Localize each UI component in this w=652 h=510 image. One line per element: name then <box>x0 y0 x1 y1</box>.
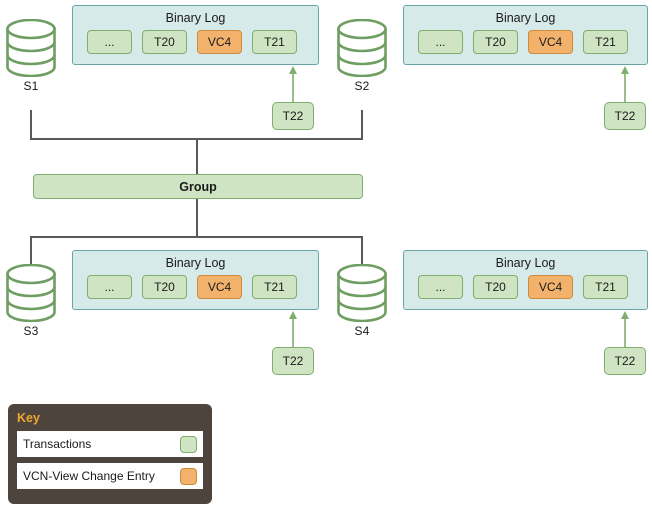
connector-group-in <box>196 138 198 175</box>
binlog-entry: ... <box>418 275 463 299</box>
legend-label: VCN-View Change Entry <box>23 469 155 483</box>
binlog-entry: ... <box>87 275 132 299</box>
connector-group-out <box>196 199 198 237</box>
binlog-entry: T20 <box>473 30 518 54</box>
connector-bottom-bus <box>30 236 363 238</box>
legend-label: Transactions <box>23 437 92 451</box>
incoming-transaction-s2: T22 <box>604 102 646 130</box>
legend-swatch-vcn <box>180 467 197 485</box>
binary-log-s2: Binary Log ... T20 VC4 T21 <box>403 5 648 65</box>
database-label-s1: S1 <box>23 79 39 93</box>
incoming-arrow-s1 <box>288 66 298 102</box>
binlog-entry: ... <box>418 30 463 54</box>
incoming-arrow-s4 <box>620 311 630 347</box>
binary-log-entries-s4: ... T20 VC4 T21 <box>418 275 628 299</box>
binary-log-entries-s1: ... T20 VC4 T21 <box>87 30 297 54</box>
legend-row-vcn: VCN-View Change Entry <box>17 463 203 489</box>
connector-s2-down <box>361 110 363 140</box>
database-cylinder-s3: S3 <box>5 264 57 338</box>
database-cylinder-s1: S1 <box>5 19 57 93</box>
incoming-arrow-s3 <box>288 311 298 347</box>
binary-log-title-s3: Binary Log <box>165 256 226 270</box>
legend-row-transactions: Transactions <box>17 431 203 457</box>
cylinder-icon <box>337 264 387 322</box>
incoming-arrow-s2 <box>620 66 630 102</box>
binary-log-title-s1: Binary Log <box>165 11 226 25</box>
database-cylinder-s4: S4 <box>336 264 388 338</box>
binary-log-entries-s2: ... T20 VC4 T21 <box>418 30 628 54</box>
binary-log-entries-s3: ... T20 VC4 T21 <box>87 275 297 299</box>
binlog-entry: T21 <box>583 275 628 299</box>
group-bar: Group <box>33 174 363 199</box>
cylinder-icon <box>337 19 387 77</box>
binlog-entry: T20 <box>142 275 187 299</box>
binlog-entry-vcn: VC4 <box>528 275 573 299</box>
database-label-s3: S3 <box>23 324 39 338</box>
incoming-transaction-s4: T22 <box>604 347 646 375</box>
binary-log-title-s4: Binary Log <box>495 256 556 270</box>
connector-s4-down <box>361 236 363 266</box>
cylinder-icon <box>6 19 56 77</box>
binary-log-s4: Binary Log ... T20 VC4 T21 <box>403 250 648 310</box>
database-label-s4: S4 <box>354 324 370 338</box>
connector-s1-down <box>30 110 32 140</box>
incoming-transaction-s3: T22 <box>272 347 314 375</box>
database-cylinder-s2: S2 <box>336 19 388 93</box>
binlog-entry-vcn: VC4 <box>528 30 573 54</box>
binary-log-title-s2: Binary Log <box>495 11 556 25</box>
binary-log-s3: Binary Log ... T20 VC4 T21 <box>72 250 319 310</box>
database-label-s2: S2 <box>354 79 370 93</box>
cylinder-icon <box>6 264 56 322</box>
binlog-entry-vcn: VC4 <box>197 275 242 299</box>
binlog-entry: ... <box>87 30 132 54</box>
binary-log-s1: Binary Log ... T20 VC4 T21 <box>72 5 319 65</box>
binlog-entry: T21 <box>583 30 628 54</box>
legend-key: Key Transactions VCN-View Change Entry <box>8 404 212 504</box>
legend-title: Key <box>17 411 40 425</box>
binlog-entry: T21 <box>252 275 297 299</box>
binlog-entry: T20 <box>473 275 518 299</box>
incoming-transaction-s1: T22 <box>272 102 314 130</box>
binlog-entry: T21 <box>252 30 297 54</box>
connector-s3-down <box>30 236 32 266</box>
legend-swatch-transaction <box>180 435 197 453</box>
binlog-entry: T20 <box>142 30 187 54</box>
binlog-entry-vcn: VC4 <box>197 30 242 54</box>
